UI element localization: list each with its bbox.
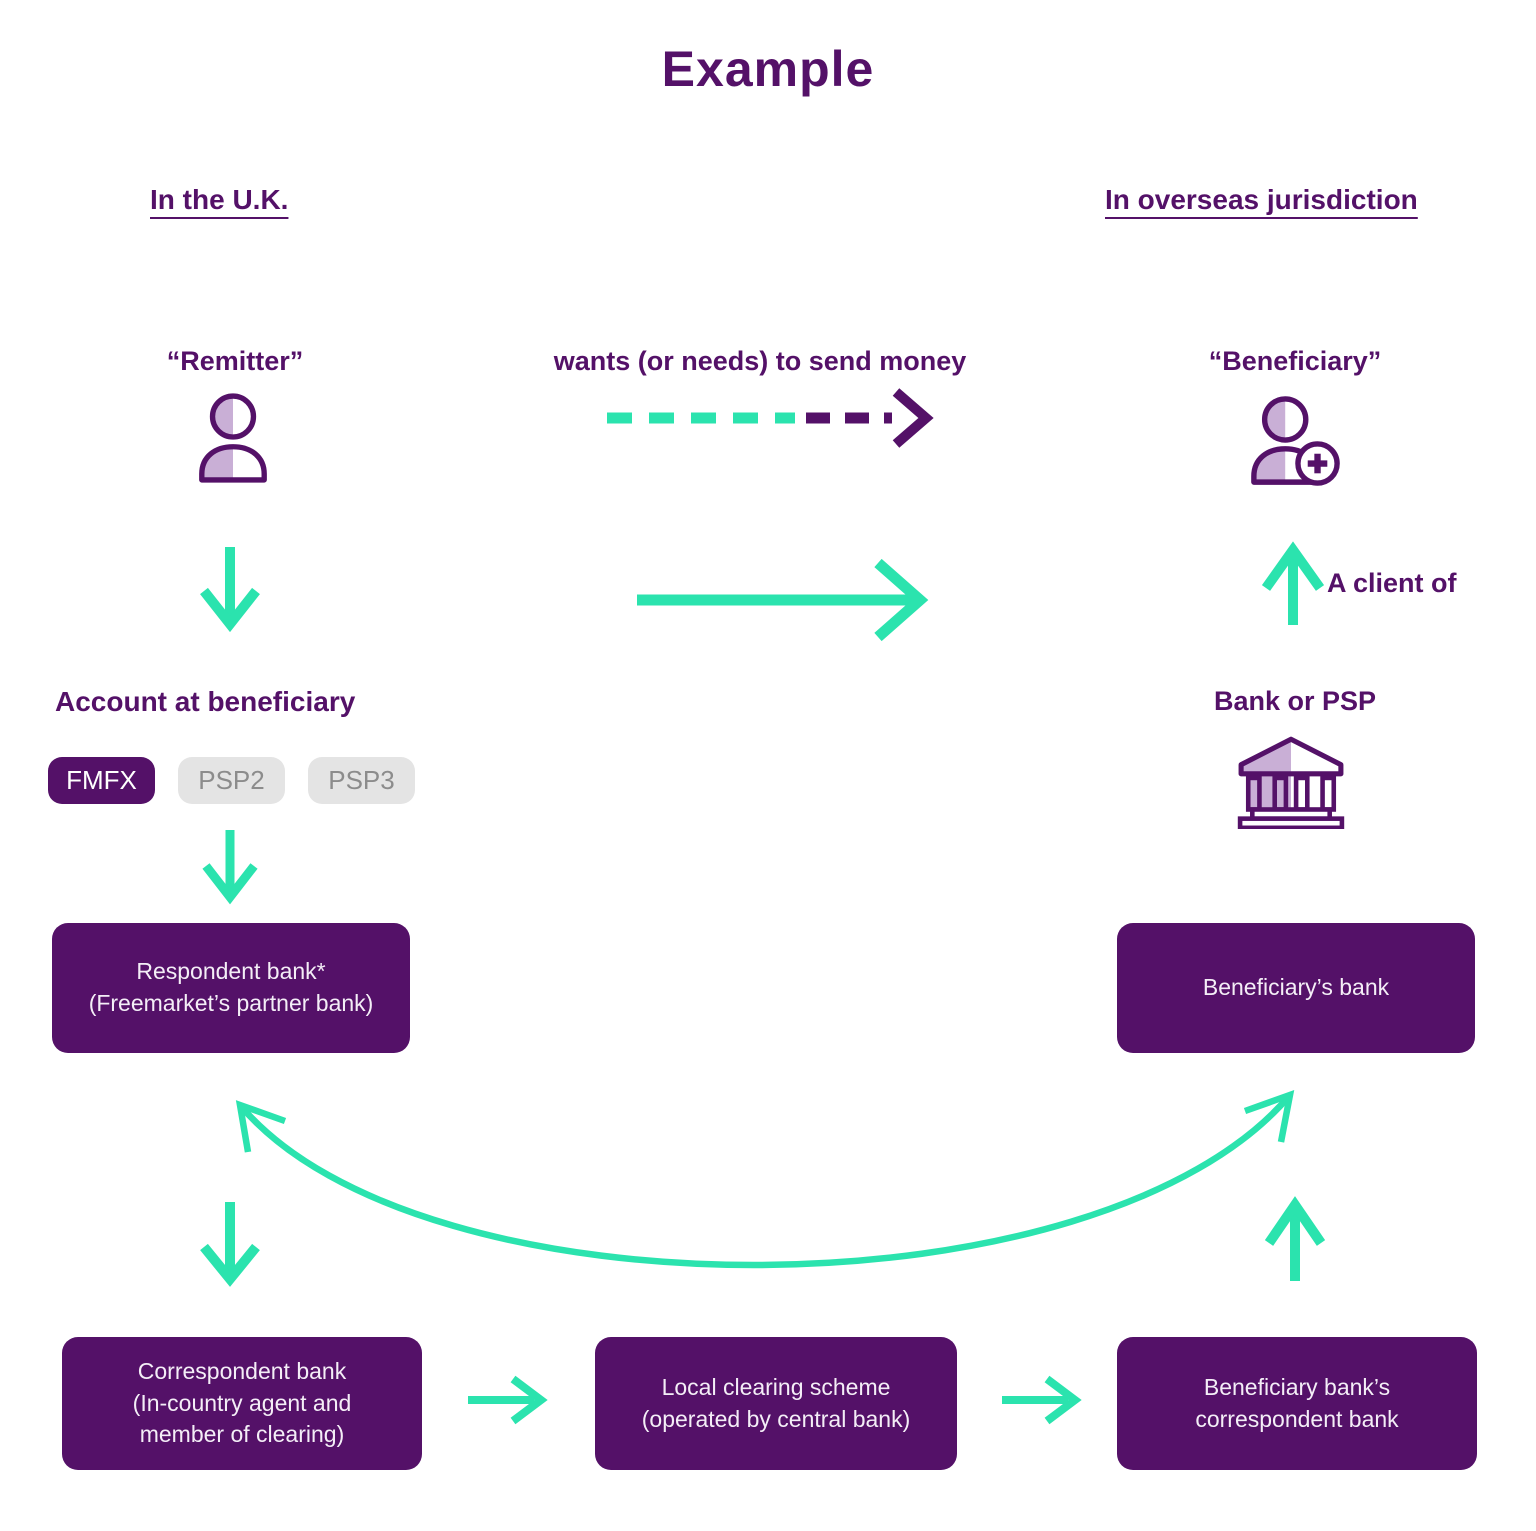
person-plus-icon: [1251, 396, 1340, 486]
pill-psp2: PSP2: [178, 757, 285, 804]
arrow-correspondent-to-clearing: [468, 1375, 548, 1425]
psp-pill-group: FMFX PSP2 PSP3: [48, 757, 415, 804]
pill-fmfx: FMFX: [48, 757, 155, 804]
client-of-label: A client of: [1327, 568, 1457, 598]
person-icon: [199, 393, 267, 483]
respondent-bank-box: Respondent bank* (Freemarket’s partner b…: [52, 923, 410, 1053]
account-at-beneficiary-label: Account at beneficiary: [55, 686, 356, 717]
arrow-clearing-to-beneficiary-correspondent: [1002, 1375, 1082, 1425]
remitter-label: “Remitter”: [166, 346, 304, 376]
header-overseas-jurisdiction: In overseas jurisdiction: [1105, 184, 1418, 215]
bank-building-icon: [1237, 736, 1345, 829]
arrow-respondent-to-correspondent-down: [200, 1202, 260, 1287]
arrow-fmfx-down: [202, 830, 258, 905]
send-money-label: wants (or needs) to send money: [553, 346, 967, 376]
beneficiary-correspondent-bank-box: Beneficiary bank’s correspondent bank: [1117, 1337, 1477, 1470]
local-clearing-scheme-box: Local clearing scheme (operated by centr…: [595, 1337, 957, 1470]
header-in-the-uk: In the U.K.: [150, 184, 289, 215]
beneficiarys-bank-box: Beneficiary’s bank: [1117, 923, 1475, 1053]
curved-settlement-arrow: [235, 1090, 1295, 1269]
pill-psp3: PSP3: [308, 757, 415, 804]
arrow-client-of-up: [1261, 541, 1325, 625]
arrow-uk-to-overseas: [637, 558, 929, 642]
send-money-dashed-arrow: [607, 388, 934, 448]
beneficiary-label: “Beneficiary”: [1208, 346, 1382, 376]
diagram-title: Example: [661, 41, 875, 97]
arrow-remitter-down: [200, 547, 260, 633]
correspondent-bank-box: Correspondent bank (In-country agent and…: [62, 1337, 422, 1470]
arrow-correspondent-to-beneficiary-up: [1264, 1196, 1326, 1281]
bank-or-psp-label: Bank or PSP: [1213, 686, 1377, 716]
